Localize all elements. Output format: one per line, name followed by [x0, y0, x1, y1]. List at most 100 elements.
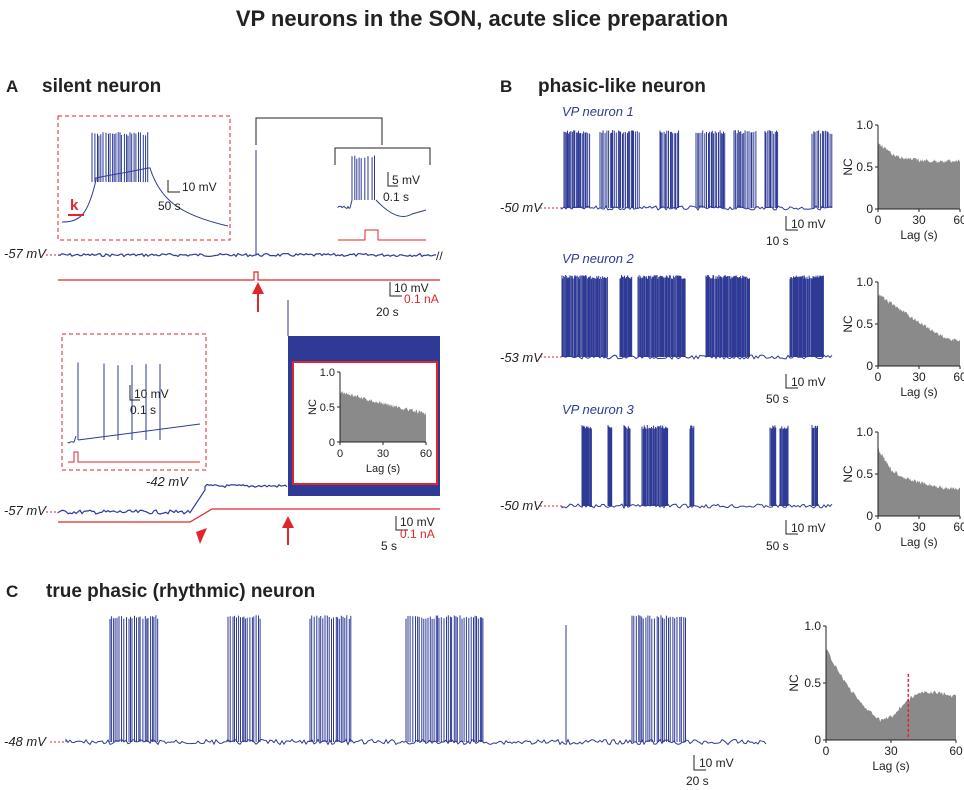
- x-tick-label: 0: [337, 448, 343, 460]
- nc-area: [340, 390, 426, 442]
- neuron-2-name: VP neuron 2: [562, 251, 635, 266]
- x-tick-label: 30: [377, 448, 389, 460]
- y-tick-label: 1.0: [804, 619, 821, 633]
- ramp-current: [58, 508, 440, 523]
- scale-bar: [389, 282, 402, 297]
- panel-a-heading: silent neuron: [42, 76, 161, 97]
- inset-box-dashed: [57, 115, 231, 241]
- x-axis-label: Lag (s): [872, 759, 909, 773]
- small-inset-scale: [387, 172, 398, 187]
- vm-depol-label: -42 mV: [146, 474, 189, 489]
- x-tick-label: 0: [823, 744, 830, 758]
- neuron-3-vm: -50 mV: [500, 498, 543, 513]
- figure-title: VP neurons in the SON, acute slice prepa…: [236, 6, 728, 31]
- inset-scale-s: 50 s: [158, 199, 181, 213]
- current-step: [58, 271, 440, 281]
- x-tick-label: 60: [953, 520, 964, 534]
- scale-bar-c: [693, 755, 706, 771]
- neuron-2-scale-bar: [785, 374, 798, 389]
- x-axis-label: Lag (s): [900, 385, 937, 399]
- scale-s-c: 20 s: [686, 774, 709, 788]
- x-tick-label: 60: [949, 744, 963, 758]
- scale-s: 20 s: [376, 305, 399, 319]
- k-stim-label: k: [70, 197, 79, 214]
- x-axis-label: Lag (s): [900, 228, 937, 242]
- y-tick-label: 0.5: [320, 402, 335, 414]
- y-tick-label: 1.0: [856, 425, 873, 439]
- y-tick-label: 0.5: [804, 676, 821, 690]
- panel-b-traces: VP neuron 1 -50 mV 10 mV 10 s VP neuron …: [500, 104, 833, 553]
- x-tick-label: 0: [875, 213, 882, 227]
- panel-c-letter: C: [6, 582, 18, 601]
- scale-mv: 10 mV: [394, 281, 429, 295]
- panel-a-letter: A: [6, 77, 18, 96]
- y-axis-label: NC: [841, 465, 855, 483]
- y-tick-label: 0.5: [856, 467, 873, 481]
- main-voltage-trace-2: [57, 483, 288, 515]
- panel-c: -48 mV 10 mV 20 s: [4, 615, 767, 788]
- inset-box-dashed-2: [61, 333, 207, 471]
- inset-scale-s-2: 0.1 s: [130, 403, 156, 417]
- nc-area: [878, 141, 960, 209]
- y-axis-label: NC: [841, 315, 855, 333]
- y-tick-label: 0: [866, 359, 873, 373]
- small-inset-scale-mv: 5 mV: [392, 173, 420, 187]
- y-axis-label: NC: [787, 674, 801, 692]
- vm-label-2: -57 mV: [4, 503, 47, 518]
- neuron-1-trace: [561, 130, 833, 211]
- inset-scale-bar-2: [129, 385, 140, 401]
- y-tick-label: 0: [329, 437, 335, 449]
- inset-voltage-trace: [61, 167, 229, 227]
- y-axis-label: NC: [307, 399, 319, 415]
- neuron-2-scale-mv: 10 mV: [791, 375, 826, 389]
- vm-label-c: -48 mV: [4, 734, 47, 749]
- panel-a-top: k 10 mV 50 s 5 mV 0.1 s -57 mV // 10 mV …: [4, 115, 443, 319]
- neuron-1-scale-bar: [785, 216, 798, 231]
- small-inset-trace: [337, 155, 427, 217]
- x-axis-label: Lag (s): [900, 535, 937, 549]
- x-tick-label: 30: [912, 370, 926, 384]
- scale-na: 0.1 nA: [404, 292, 439, 306]
- vm-label: -57 mV: [4, 246, 47, 261]
- main-voltage-trace: [57, 252, 437, 258]
- x-tick-label: 0: [875, 520, 882, 534]
- neuron-2-scale-s: 50 s: [766, 392, 789, 406]
- ramp-arrowhead: [196, 528, 207, 544]
- break-mark: //: [436, 249, 443, 263]
- x-tick-label: 30: [912, 520, 926, 534]
- neuron-2-trace: [561, 275, 833, 360]
- y-tick-label: 0.5: [856, 160, 873, 174]
- neuron-3-name: VP neuron 3: [562, 402, 635, 417]
- stim-arrow-head: [252, 282, 264, 294]
- x-tick-label: 60: [420, 448, 432, 460]
- small-inset-scale-s: 0.1 s: [383, 190, 409, 204]
- y-tick-label: 1.0: [320, 367, 335, 379]
- stim-arrow-head-2: [282, 516, 294, 528]
- inset-spike-burst: [91, 132, 149, 182]
- nc-area: [878, 448, 960, 516]
- y-axis-label: NC: [841, 158, 855, 176]
- y-tick-label: 0.5: [856, 317, 873, 331]
- inset-spike-train: [67, 362, 201, 444]
- y-tick-label: 1.0: [856, 275, 873, 289]
- y-tick-label: 0: [814, 733, 821, 747]
- neuron-1-scale-s: 10 s: [766, 234, 789, 248]
- x-tick-label: 60: [953, 370, 964, 384]
- neuron-3-scale-bar: [785, 520, 798, 535]
- panel-a-bottom: 10 mV 0.1 s -57 mV -42 mV 10 mV 0.1 nA 5…: [4, 300, 440, 553]
- y-tick-label: 0: [866, 202, 873, 216]
- zoom-bracket: [255, 117, 383, 145]
- x-axis-label: Lag (s): [366, 463, 400, 475]
- x-tick-label: 30: [884, 744, 898, 758]
- panel-b-heading: phasic-like neuron: [538, 76, 706, 97]
- panel-c-heading: true phasic (rhythmic) neuron: [46, 581, 315, 602]
- neuron-1-name: VP neuron 1: [562, 104, 634, 119]
- y-tick-label: 0: [866, 509, 873, 523]
- x-tick-label: 30: [912, 213, 926, 227]
- x-tick-label: 0: [875, 370, 882, 384]
